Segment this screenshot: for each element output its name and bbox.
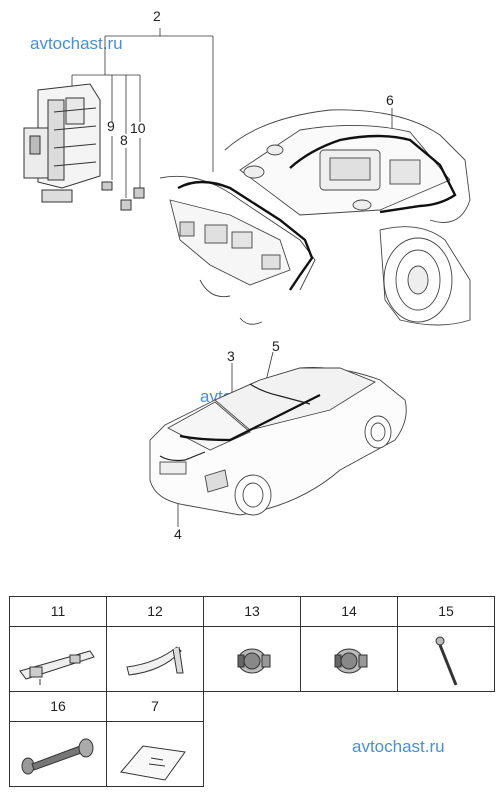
callout-9: 9 <box>107 118 115 134</box>
part-number-7: 7 <box>106 691 204 722</box>
roof-harness <box>249 383 311 405</box>
dashboard-area <box>159 175 316 325</box>
wiring-diagram <box>23 28 471 527</box>
cable-tie-icon <box>397 626 495 692</box>
car-body <box>149 367 407 516</box>
grommet-plug-icon <box>203 626 301 692</box>
junction-box <box>23 83 145 211</box>
part-number-13: 13 <box>203 596 301 627</box>
part-number-15: 15 <box>397 596 495 627</box>
engine-bay <box>224 109 471 326</box>
callout-8: 8 <box>120 132 128 148</box>
watermark-top: avtochast.ru <box>30 34 123 53</box>
tape-label-icon <box>106 721 204 787</box>
leader-lines <box>71 28 393 527</box>
callout-6: 6 <box>386 92 394 108</box>
part-number-11: 11 <box>9 596 107 627</box>
callout-10: 10 <box>130 120 146 136</box>
engine-harness <box>289 134 457 214</box>
rear-harness <box>159 451 206 462</box>
callout-4: 4 <box>174 526 182 542</box>
grommet-plug-icon <box>300 626 398 692</box>
callout-5: 5 <box>272 338 280 354</box>
main-harness <box>177 180 314 291</box>
callout-3: 3 <box>227 348 235 364</box>
body-harness <box>179 394 321 442</box>
parts-table: 11 12 13 14 15 <box>9 596 495 787</box>
watermark-bottom: avtochast.ru <box>352 737 445 756</box>
part-number-12: 12 <box>106 596 204 627</box>
connector-bracket-icon <box>9 626 107 692</box>
part-number-14: 14 <box>300 596 398 627</box>
callout-2: 2 <box>153 8 161 24</box>
wire-guide-clip-icon <box>106 626 204 692</box>
part-number-16: 16 <box>9 691 107 722</box>
spiral-grommet-icon <box>9 721 107 787</box>
